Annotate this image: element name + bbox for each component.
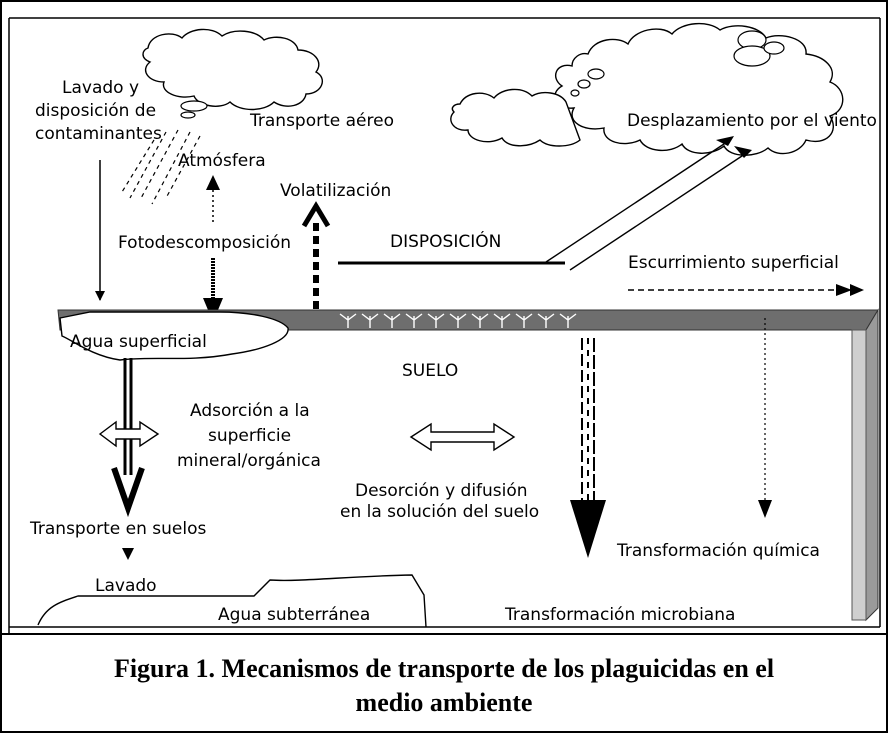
caption-line-1: Figura 1. Mecanismos de transporte de lo…: [114, 654, 774, 683]
label-adsorcion-2: superficie: [208, 426, 291, 446]
plants-row: [339, 313, 577, 328]
cloud-left-icon: [142, 28, 324, 111]
label-fotodescomposicion: Fotodescomposición: [118, 233, 291, 253]
label-lavado-y: Lavado y: [62, 78, 139, 98]
surface-water-pond: [59, 311, 289, 361]
label-adsorcion-3: mineral/orgánica: [177, 451, 321, 471]
arrow-wind-1: [545, 139, 731, 263]
label-transporte-aereo: Transporte aéreo: [249, 111, 394, 131]
arrow-transporte-suelos: [111, 358, 145, 518]
rain-lines: [121, 129, 201, 205]
label-disposicion-de: disposición de: [35, 101, 156, 121]
double-arrow-desorcion: [409, 422, 516, 452]
arrow-small-down: [122, 548, 134, 560]
label-agua-superficial: Agua superficial: [70, 332, 207, 352]
caption-line-2: medio ambiente: [356, 688, 533, 717]
label-disposicion: DISPOSICIÓN: [390, 230, 501, 252]
label-desorcion-2: en la solución del suelo: [340, 502, 539, 522]
soil-right-wall: [865, 308, 879, 622]
label-volatilizacion: Volatilización: [280, 181, 391, 201]
label-transformacion-microbiana: Transformación microbiana: [504, 605, 735, 625]
arrow-suelo-down: [570, 338, 606, 558]
label-adsorcion-1: Adsorción a la: [190, 401, 310, 421]
label-desorcion-1: Desorción y difusión: [355, 481, 528, 501]
double-arrow-adsorcion: [98, 420, 160, 448]
arrow-wind-2: [569, 151, 749, 271]
label-desplazamiento-viento: Desplazamiento por el viento: [627, 111, 877, 131]
label-escurrimiento: Escurrimiento superficial: [628, 253, 839, 273]
label-transporte-suelos: Transporte en suelos: [29, 519, 206, 539]
groundwater-boundary: [37, 574, 427, 628]
cloud-right-icon: [554, 23, 844, 156]
label-atmosfera: Atmósfera: [178, 151, 266, 171]
label-lavado: Lavado: [95, 576, 157, 596]
label-contaminantes: contaminantes: [35, 124, 162, 144]
label-agua-subterranea: Agua subterránea: [218, 605, 370, 625]
label-suelo: SUELO: [402, 361, 458, 381]
label-transformacion-quimica: Transformación química: [616, 541, 820, 561]
